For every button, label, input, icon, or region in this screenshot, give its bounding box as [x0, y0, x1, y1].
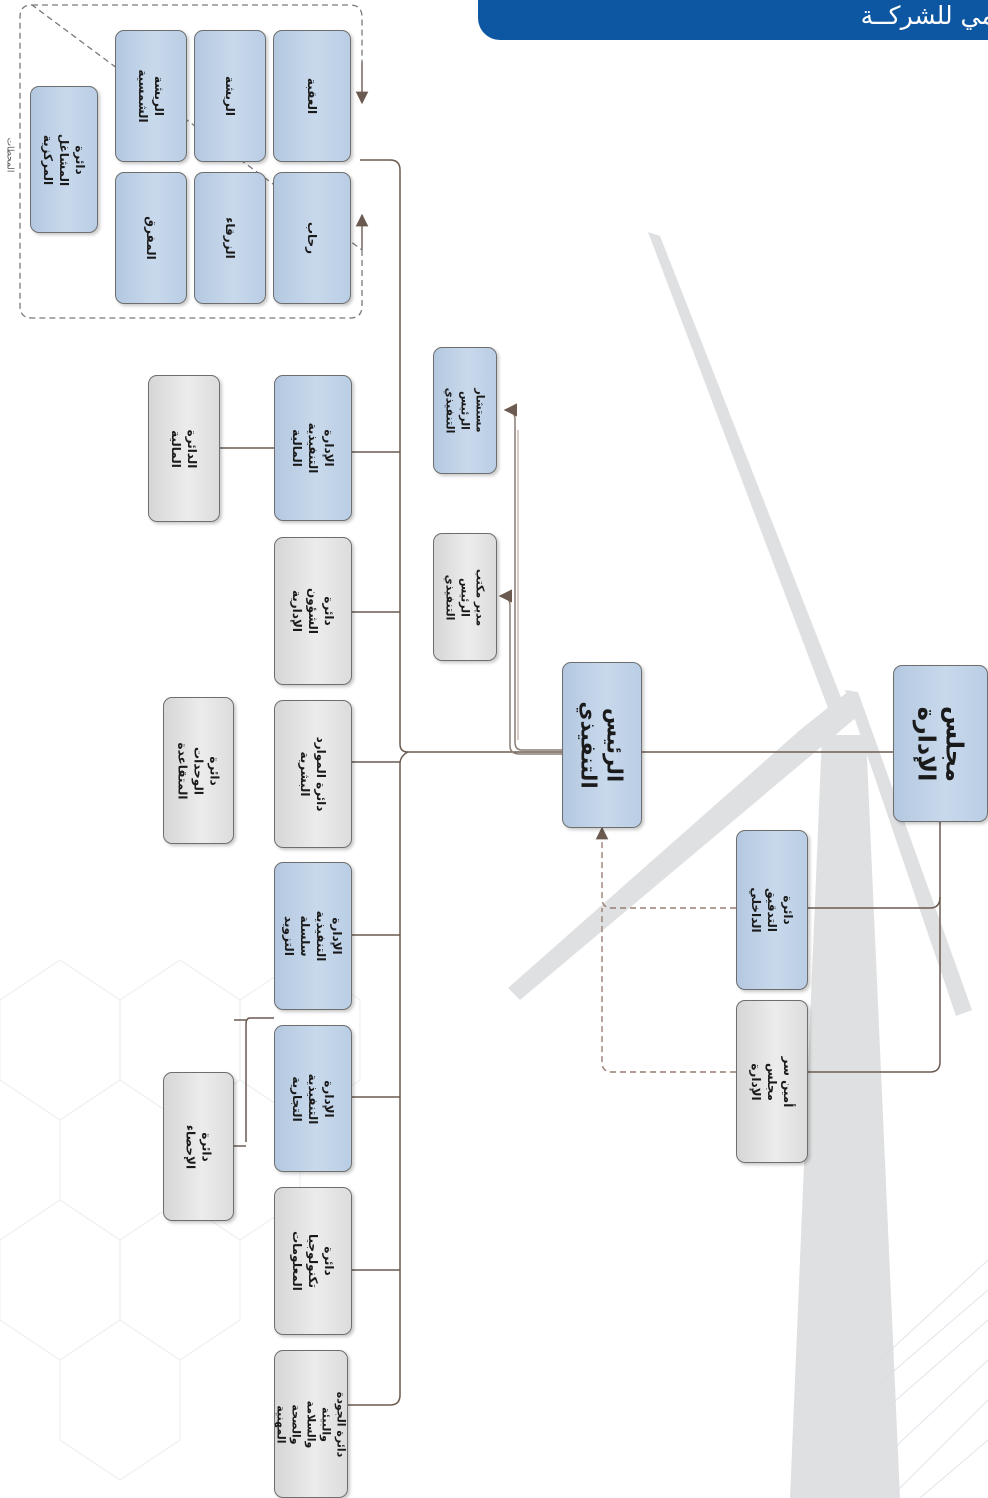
retired-units-box: دائرة الوحدات المتقاعدة	[163, 697, 234, 844]
station-mafraq-box: المفرق	[115, 172, 187, 304]
it-department-label: دائرة تكنولوجيا المعلومات	[290, 1231, 336, 1291]
internal-audit-label: دائرة التدقيق الداخلي	[749, 887, 795, 933]
header-banner: ــيمي للشركــة	[478, 0, 988, 40]
ceo-box: الرئيس التنفيذي	[562, 662, 642, 828]
commercial-department-label: الإدارة التنفيذية التجارية	[290, 1073, 336, 1124]
station-rehab-label: رحاب	[305, 221, 319, 255]
ceo-label: الرئيس التنفيذي	[577, 701, 628, 789]
supply-chain-box: الإدارة التنفيذية سلسلة التزويد	[274, 862, 352, 1010]
station-risha-solar-label: الريشة الشمسية	[136, 69, 166, 123]
ceo-office-manager-box: مدير مكتب الرئيس التنفيذي	[433, 533, 497, 661]
station-aqaba-box: العقبة	[273, 30, 351, 162]
station-rehab-box: رحاب	[273, 172, 351, 304]
board-secretary-box: أمين سر مجلس الإدارة	[736, 1000, 808, 1163]
ceo-office-manager-label: مدير مكتب الرئيس التنفيذي	[443, 568, 487, 626]
it-department-box: دائرة تكنولوجيا المعلومات	[274, 1187, 352, 1335]
station-risha-box: الريشة	[194, 30, 266, 162]
station-aqaba-label: العقبة	[305, 77, 319, 115]
central-stations-label: دائرة المشاغل المركزية	[41, 133, 87, 186]
retired-units-label: دائرة الوحدات المتقاعدة	[175, 742, 222, 799]
board-label: مجلس الإدارة	[912, 705, 969, 782]
station-mafraq-label: المفرق	[144, 216, 158, 260]
stations-group-border	[19, 4, 363, 319]
board-of-directors-box: مجلس الإدارة	[893, 665, 988, 822]
finance-department-label: الإدارة التنفيذية المالية	[290, 422, 336, 474]
qhse-department-box: دائرة الجودة والبيئة والسلامة والصحة الم…	[274, 1350, 348, 1498]
statistics-box: دائرة الإحصاء	[163, 1072, 234, 1221]
finance-department-box: الإدارة التنفيذية المالية	[274, 375, 352, 521]
internal-audit-box: دائرة التدقيق الداخلي	[736, 830, 808, 990]
station-zarqa-label: الزرقاء	[223, 217, 237, 259]
commercial-department-box: الإدارة التنفيذية التجارية	[274, 1025, 352, 1172]
central-stations-box: دائرة المشاغل المركزية	[30, 86, 98, 233]
station-risha-label: الريشة	[223, 75, 237, 117]
financial-dept-label: الدائرة المالية	[169, 429, 199, 468]
admin-affairs-label: دائرة الشؤون الإدارية	[290, 587, 336, 635]
station-risha-solar-box: الريشة الشمسية	[115, 30, 187, 162]
financial-dept-box: الدائرة المالية	[148, 375, 220, 522]
hr-department-label: دائرة الموارد البشرية	[298, 736, 328, 812]
board-secretary-label: أمين سر مجلس الإدارة	[749, 1056, 795, 1107]
banner-title: ــيمي للشركــة	[860, 1, 988, 30]
qhse-department-label: دائرة الجودة والبيئة والسلامة والصحة الم…	[274, 1391, 348, 1457]
statistics-label: دائرة الإحصاء	[183, 1124, 214, 1169]
ceo-advisor-box: مستشار الرئيس التنفيذي	[433, 347, 497, 474]
supply-chain-label: الإدارة التنفيذية سلسلة التزويد	[282, 910, 344, 962]
hr-department-box: دائرة الموارد البشرية	[274, 700, 352, 848]
station-zarqa-box: الزرقاء	[194, 172, 266, 304]
admin-affairs-box: دائرة الشؤون الإدارية	[274, 537, 352, 685]
ceo-advisor-label: مستشار الرئيس التنفيذي	[443, 387, 487, 434]
stations-group-label: المحطات	[4, 137, 15, 173]
